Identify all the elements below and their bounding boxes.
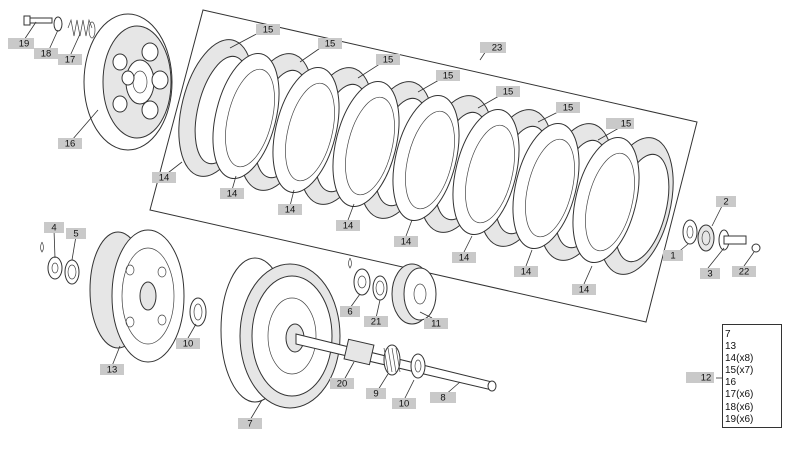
callout-20: 20	[330, 378, 354, 390]
callout-21-text: 21	[371, 317, 382, 328]
callout-14-c: 14	[278, 204, 302, 216]
callout-14-d-text: 14	[343, 221, 354, 232]
callout-15-f: 15	[556, 102, 580, 114]
pushrod-parts	[682, 219, 761, 253]
washer-10-left	[189, 297, 207, 327]
callout-4-text: 4	[51, 223, 56, 234]
callout-6-text: 6	[347, 307, 352, 318]
callout-11: 11	[424, 318, 448, 330]
clutch-basket	[220, 257, 341, 409]
callout-10-right-text: 10	[399, 399, 410, 410]
callout-15-a-text: 15	[263, 25, 274, 36]
callout-14-a: 14	[152, 172, 176, 184]
callout-11-text: 11	[431, 319, 441, 330]
callout-8-text: 8	[440, 393, 445, 404]
callout-15-d-text: 15	[443, 71, 454, 82]
callout-14-d: 14	[336, 220, 360, 232]
callout-12-text: 12	[701, 373, 712, 384]
callout-4: 4	[44, 222, 64, 234]
kit-item: 18(x6)	[725, 401, 754, 413]
callout-14-f: 14	[452, 252, 476, 264]
callout-21: 21	[364, 316, 388, 328]
kit-item: 19(x6)	[725, 413, 754, 425]
kit-item: 7	[725, 329, 731, 340]
callout-14-f-text: 14	[459, 253, 470, 264]
callout-15-g: 15	[606, 118, 634, 130]
callout-13-text: 13	[107, 365, 118, 376]
callout-15-d: 15	[436, 70, 460, 82]
callout-1: 1	[663, 250, 683, 262]
callout-14-g-text: 14	[521, 267, 532, 278]
kit-item: 17(x6)	[725, 389, 754, 401]
pressure-plate	[83, 13, 173, 151]
callout-15-a: 15	[256, 24, 280, 36]
callout-15-c-text: 15	[383, 55, 394, 66]
callout-20-text: 20	[337, 379, 348, 390]
callout-14-g: 14	[514, 266, 538, 278]
callout-15-e: 15	[496, 86, 520, 98]
callout-18-text: 18	[41, 49, 52, 60]
callout-10-left-text: 10	[183, 339, 194, 350]
kit-item: 16	[725, 377, 737, 389]
callout-14-b: 14	[220, 188, 244, 200]
clutch-hub	[89, 229, 185, 363]
callout-1-text: 1	[670, 251, 675, 262]
callout-12: 12	[686, 372, 714, 384]
callout-16-text: 16	[65, 139, 76, 150]
callout-10-left: 10	[176, 338, 200, 350]
callout-2-text: 2	[723, 197, 728, 208]
callout-10-right: 10	[392, 398, 416, 410]
callout-14-e-text: 14	[401, 237, 412, 248]
callout-2: 2	[716, 196, 736, 208]
callout-15-c: 15	[376, 54, 400, 66]
callout-23: 23	[480, 42, 506, 54]
callout-17-text: 17	[65, 55, 76, 66]
callout-13: 13	[100, 364, 124, 376]
callout-17: 17	[58, 54, 82, 66]
callout-9: 9	[366, 388, 386, 400]
callout-14-a-text: 14	[159, 173, 170, 184]
bolt-washer-spring	[23, 15, 96, 39]
callout-15-b-text: 15	[325, 39, 336, 50]
callout-18: 18	[34, 48, 58, 60]
callout-15-f-text: 15	[563, 103, 574, 114]
callout-19: 19	[8, 38, 34, 50]
callout-3-text: 3	[707, 269, 712, 280]
callout-8: 8	[430, 392, 456, 404]
callout-5: 5	[66, 228, 86, 240]
callout-22-text: 22	[739, 267, 750, 278]
callout-3: 3	[700, 268, 720, 280]
kit-item: 15(x7)	[725, 365, 754, 377]
callout-14-c-text: 14	[285, 205, 296, 216]
callout-23-text: 23	[492, 43, 503, 54]
callout-7-text: 7	[247, 419, 252, 430]
main-shaft	[295, 333, 497, 392]
callout-14-e: 14	[394, 236, 418, 248]
callout-14-b-text: 14	[227, 189, 238, 200]
callout-14-h-text: 14	[579, 285, 590, 296]
gear-and-washers	[348, 257, 437, 325]
callout-6: 6	[340, 306, 360, 318]
kit-item: 14(x8)	[725, 353, 754, 365]
callout-7: 7	[238, 418, 262, 430]
clutch-plates	[178, 39, 674, 275]
callout-19-text: 19	[19, 39, 30, 50]
callout-16: 16	[58, 138, 82, 150]
callout-5-text: 5	[73, 229, 78, 240]
kit-contents-list: 7 13 14(x8) 15(x7) 16 17(x6) 18(x6) 19(x…	[722, 324, 782, 428]
callout-15-e-text: 15	[503, 87, 514, 98]
callout-15-g-text: 15	[621, 119, 632, 130]
callout-15-b: 15	[318, 38, 342, 50]
clutch-pack-frame	[149, 9, 698, 323]
left-washers	[40, 241, 80, 285]
callout-9-text: 9	[373, 389, 378, 400]
callout-22: 22	[732, 266, 756, 278]
kit-item: 13	[725, 341, 737, 353]
callout-14-h: 14	[572, 284, 596, 296]
